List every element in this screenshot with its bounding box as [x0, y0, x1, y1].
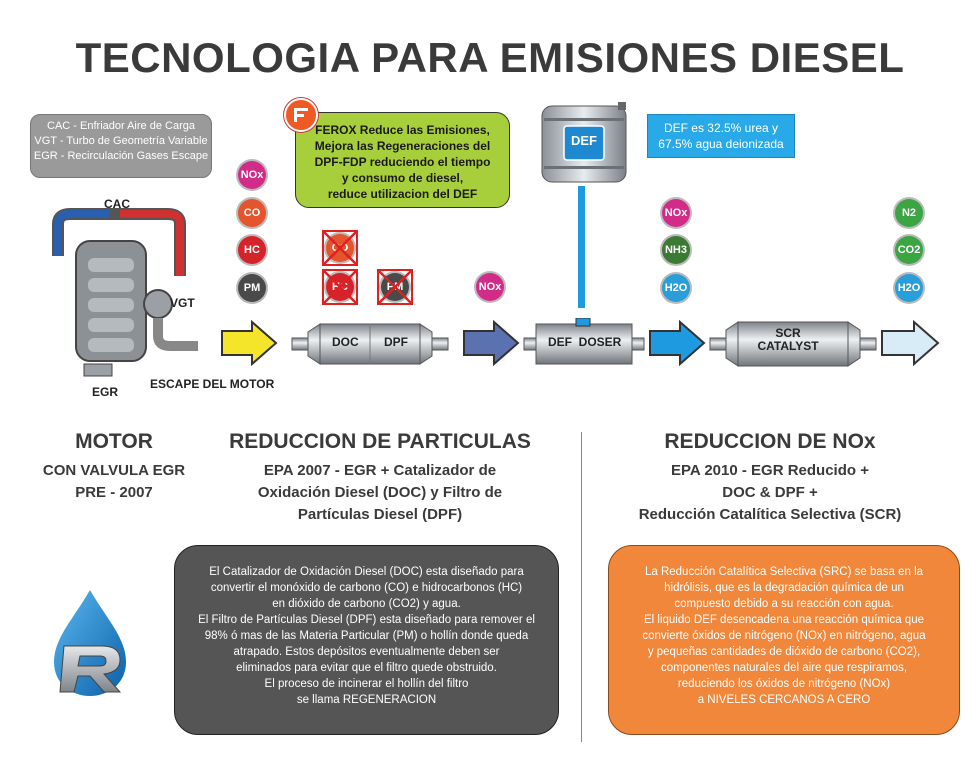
engine-illustration: [52, 208, 198, 377]
ferox-line-1: FEROX Reduce las Emisiones,: [315, 123, 490, 137]
nox-after-dpf: NOx: [476, 273, 504, 301]
def-supply-line: [578, 186, 585, 308]
ferox-line-4: y consumo de diesel,: [341, 171, 464, 185]
flow-arrow-3: [649, 320, 706, 366]
particulas-section: REDUCCION DE PARTICULAS EPA 2007 - EGR +…: [210, 430, 550, 526]
ferox-line-5: reduce utilizacion del DEF: [327, 187, 478, 201]
scr-text-line: compuesto debido a su reacción con agua.: [674, 598, 894, 610]
nh3-after-doser: NH3: [662, 236, 690, 264]
removed-cross-icon: [323, 231, 412, 304]
nox-line-3: Reducción Catalítica Selectiva (SCR): [638, 506, 902, 523]
h2o-after-doser: H2O: [662, 274, 690, 302]
section-divider: [581, 432, 582, 742]
doc-dpf-description: El Catalizador de Oxidación Diesel (DOC)…: [174, 545, 559, 735]
nox-after-doser: NOx: [662, 199, 690, 227]
ferox-note: FEROX Reduce las Emisiones, Mejora las R…: [295, 112, 510, 208]
def-doser-label: DEF DOSER: [548, 335, 622, 349]
legend-cac: CAC - Enfriador Aire de Carga: [47, 120, 195, 132]
h2o-output: H2O: [895, 274, 923, 302]
scr-text-line: componentes naturales del aire que respi…: [660, 662, 908, 674]
co-emission: CO: [238, 199, 266, 227]
scr-text-line: hidrólisis, que es la degradación químic…: [664, 582, 904, 594]
brand-logo-icon: [54, 590, 126, 696]
co2-output: CO2: [895, 236, 923, 264]
doc-text-line: en dióxido de carbono (CO2) y agua.: [272, 598, 461, 610]
def-note-line-2: 67.5% agua deionizada: [658, 137, 784, 151]
particulas-heading: REDUCCION DE PARTICULAS: [229, 430, 531, 453]
legend-vgt: VGT - Turbo de Geometría Variable: [34, 135, 208, 147]
motor-section: MOTOR CON VALVULA EGR PRE - 2007: [0, 430, 228, 504]
scr-text-line: y pequeñas cantidades de dióxido de carb…: [647, 646, 921, 658]
scr-text-line: reduciendo los óxidos de nitrógeno (NOx): [677, 678, 891, 690]
abbreviations-legend: CAC - Enfriador Aire de Carga VGT - Turb…: [30, 114, 212, 178]
ferox-line-3: DPF-FDP reduciendo el tiempo: [314, 155, 491, 169]
hc-emission: HC: [238, 236, 266, 264]
flow-arrow-1: [221, 320, 278, 366]
ferox-line-2: Mejora las Regeneraciones del: [314, 139, 491, 153]
doc-text-line: eliminados para evitar que el filtro que…: [236, 662, 497, 674]
doc-text-line: El proceso de incinerar el hollín del fi…: [264, 678, 469, 690]
def-tank-icon: [541, 102, 627, 183]
doc-label: DOC: [332, 335, 359, 349]
ferox-logo-icon: [284, 98, 318, 132]
doc-text-line: se llama REGENERACION: [296, 694, 437, 706]
scr-text-line: convierte óxidos de nitrógeno (NOx) en n…: [642, 630, 926, 642]
pm-emission: PM: [238, 274, 266, 302]
doc-dpf-unit-icon: [291, 323, 449, 365]
legend-egr: EGR - Recirculación Gases Escape: [33, 150, 209, 162]
vgt-label: VGT: [170, 296, 195, 310]
escape-del-motor-label: ESCAPE DEL MOTOR: [150, 377, 275, 391]
nox-line-2: DOC & DPF +: [722, 484, 818, 501]
def-note-line-1: DEF es 32.5% urea y: [663, 121, 779, 135]
flow-arrow-4: [881, 320, 940, 366]
page-title: TECNOLOGIA PARA EMISIONES DIESEL: [75, 34, 905, 81]
motor-line-2: PRE - 2007: [75, 484, 153, 501]
n2-output: N2: [895, 199, 923, 227]
scr-label-line-2: CATALYST: [757, 339, 819, 353]
nox-section: REDUCCION DE NOx EPA 2010 - EGR Reducido…: [600, 430, 940, 526]
flow-arrow-2: [463, 320, 520, 366]
motor-line-1: CON VALVULA EGR: [42, 462, 186, 479]
particulas-line-3: Partículas Diesel (DPF): [297, 506, 463, 523]
nox-heading: REDUCCION DE NOx: [664, 430, 876, 453]
scr-description: La Reducción Catalítica Selectiva (SRC) …: [608, 545, 960, 735]
doc-text-line: 98% ó mas de las Materia Particular (PM)…: [204, 630, 529, 642]
def-composition-note: DEF es 32.5% urea y 67.5% agua deionizad…: [647, 114, 795, 158]
particulas-line-2: Oxidación Diesel (DOC) y Filtro de: [257, 484, 503, 501]
scr-text-line: La Reducción Catalítica Selectiva (SRC) …: [644, 566, 924, 578]
def-doser-unit-icon: [523, 318, 645, 365]
cac-label: CAC: [104, 197, 130, 211]
scr-text-line: a NIVELES CERCANOS A CERO: [697, 694, 871, 706]
scr-label-line-1: SCR: [775, 326, 801, 340]
doc-text-line: El Filtro de Partículas Diesel (DPF) est…: [198, 614, 535, 626]
doc-text-line: El Catalizador de Oxidación Diesel (DOC)…: [209, 566, 524, 578]
dpf-label: DPF: [384, 335, 408, 349]
nox-line-1: EPA 2010 - EGR Reducido +: [671, 462, 869, 479]
scr-label: SCR CATALYST: [738, 327, 838, 353]
def-tank-label: DEF: [571, 133, 597, 148]
particulas-line-1: EPA 2007 - EGR + Catalizador de: [263, 462, 497, 479]
motor-heading: MOTOR: [75, 430, 153, 453]
nox-emission: NOx: [238, 161, 266, 189]
scr-catalyst-icon: [709, 321, 877, 367]
egr-label: EGR: [92, 385, 119, 399]
scr-text-line: El liquido DEF desencadena una reacción …: [643, 614, 924, 626]
doc-text-line: atrapado. Estos depósitos eventualmente …: [233, 646, 500, 658]
doc-text-line: convertir el monóxido de carbono (CO) e …: [210, 582, 523, 594]
